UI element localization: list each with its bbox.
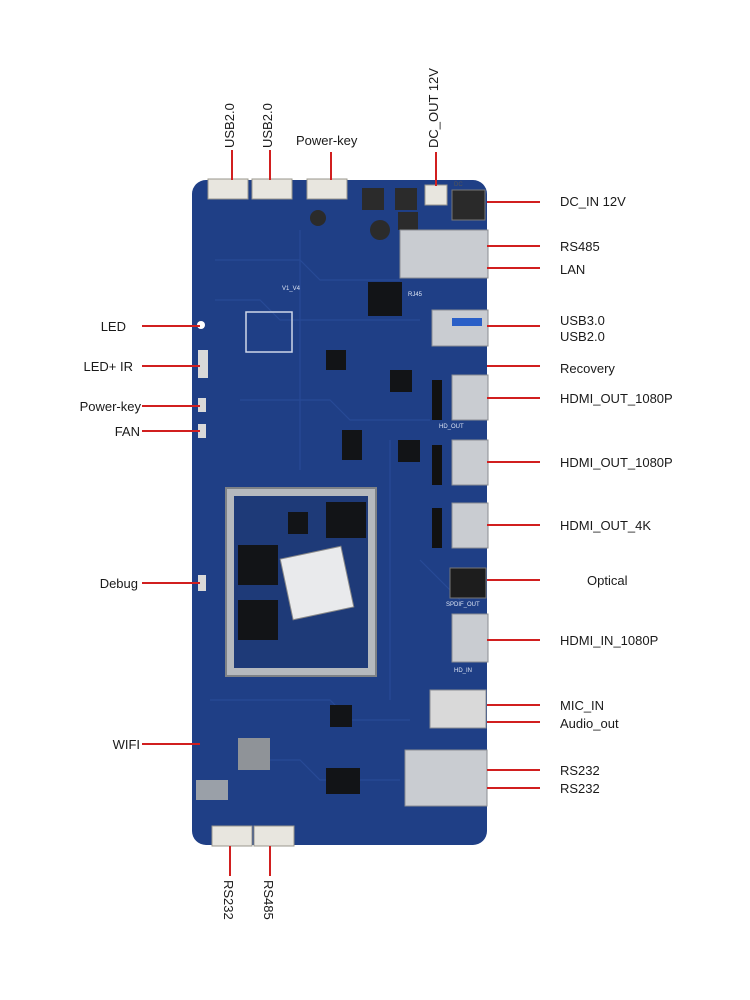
dc-in-jack [451, 189, 486, 221]
label-power-key-left: Power-key [79, 399, 141, 414]
label-dc-in: DC_IN 12V [560, 194, 626, 209]
memory-chip [238, 600, 278, 640]
wifi-module [238, 738, 270, 770]
label-usb2-top-2: USB2.0 [260, 103, 275, 148]
fan-pad [198, 424, 206, 438]
hdmi-port-4k [451, 502, 489, 549]
label-rs485-bottom: RS485 [261, 880, 276, 920]
label-led-ir: LED+ IR [83, 359, 134, 374]
label-wifi: WIFI [112, 737, 140, 752]
soc-chip [279, 545, 355, 621]
dc-out-connector [424, 184, 448, 206]
rs232-db-port [404, 749, 488, 807]
label-lan: LAN [560, 262, 586, 277]
label-rs485-right: RS485 [560, 239, 600, 254]
label-hdmi-out-4k: HDMI_OUT_4K [560, 518, 652, 533]
label-optical: Optical [587, 573, 628, 588]
usb2-connector-1 [207, 178, 249, 200]
hdmi-port-2 [451, 439, 489, 486]
optical-port [449, 567, 487, 599]
hdmi-in-port [451, 613, 489, 663]
silk-rj45: RJ45 [408, 292, 423, 298]
silk-hd-out: HD_OUT [439, 424, 464, 430]
label-usb30: USB3.0 [560, 313, 605, 328]
label-led: LED [100, 319, 126, 334]
ic [398, 440, 420, 462]
label-mic-in: MIC_IN [560, 698, 605, 713]
usb2-connector-2 [251, 178, 293, 200]
label-recovery: Recovery [560, 361, 615, 376]
label-fan: FAN [114, 424, 140, 439]
pmic-chip [288, 512, 308, 534]
silk-dc: DC [454, 182, 463, 188]
silk-version: V1_V4 [282, 286, 301, 292]
rs485-connector-bottom [253, 825, 295, 847]
leader-lines [142, 150, 540, 876]
rj45-port [399, 229, 489, 279]
ic [390, 370, 412, 392]
capacitor [370, 220, 390, 240]
led-ir-header [198, 350, 208, 378]
ic [368, 282, 402, 316]
ic [342, 430, 362, 460]
silk-spdif: SPDIF_OUT [446, 602, 480, 608]
debug-pad [198, 575, 206, 591]
label-dc-out: DC_OUT 12V [426, 68, 441, 148]
label-usb20-right: USB2.0 [560, 329, 605, 344]
usb3-port [431, 309, 489, 347]
rs232-connector-bottom [211, 825, 253, 847]
label-debug: Debug [99, 576, 138, 591]
memory-chip [238, 545, 278, 585]
ic [330, 705, 352, 727]
label-rs232-right-1: RS232 [560, 763, 600, 778]
inductor [395, 188, 417, 210]
inductor [398, 212, 418, 230]
power-key-connector [306, 178, 348, 200]
ic [326, 768, 360, 794]
label-power-key-top: Power-key [296, 133, 358, 148]
inductor [362, 188, 384, 210]
hdmi-port-1 [451, 374, 489, 421]
silk-hd-in: HD_IN [454, 668, 472, 674]
sd-slot-outline [245, 311, 293, 353]
audio-jacks [429, 689, 487, 729]
usb3-tongue [452, 318, 482, 326]
label-usb2-top-1: USB2.0 [222, 103, 237, 148]
power-key-pad [198, 398, 206, 412]
label-rs232-right-2: RS232 [560, 781, 600, 796]
capacitor [310, 210, 326, 226]
emmc-chip [326, 502, 366, 538]
label-hdmi-out-2: HDMI_OUT_1080P [560, 455, 673, 470]
label-hdmi-in: HDMI_IN_1080P [560, 633, 659, 648]
label-audio-out: Audio_out [560, 716, 619, 731]
label-hdmi-out-1: HDMI_OUT_1080P [560, 391, 673, 406]
antenna-pad [196, 780, 228, 800]
label-rs232-bottom: RS232 [221, 880, 236, 920]
ic [326, 350, 346, 370]
